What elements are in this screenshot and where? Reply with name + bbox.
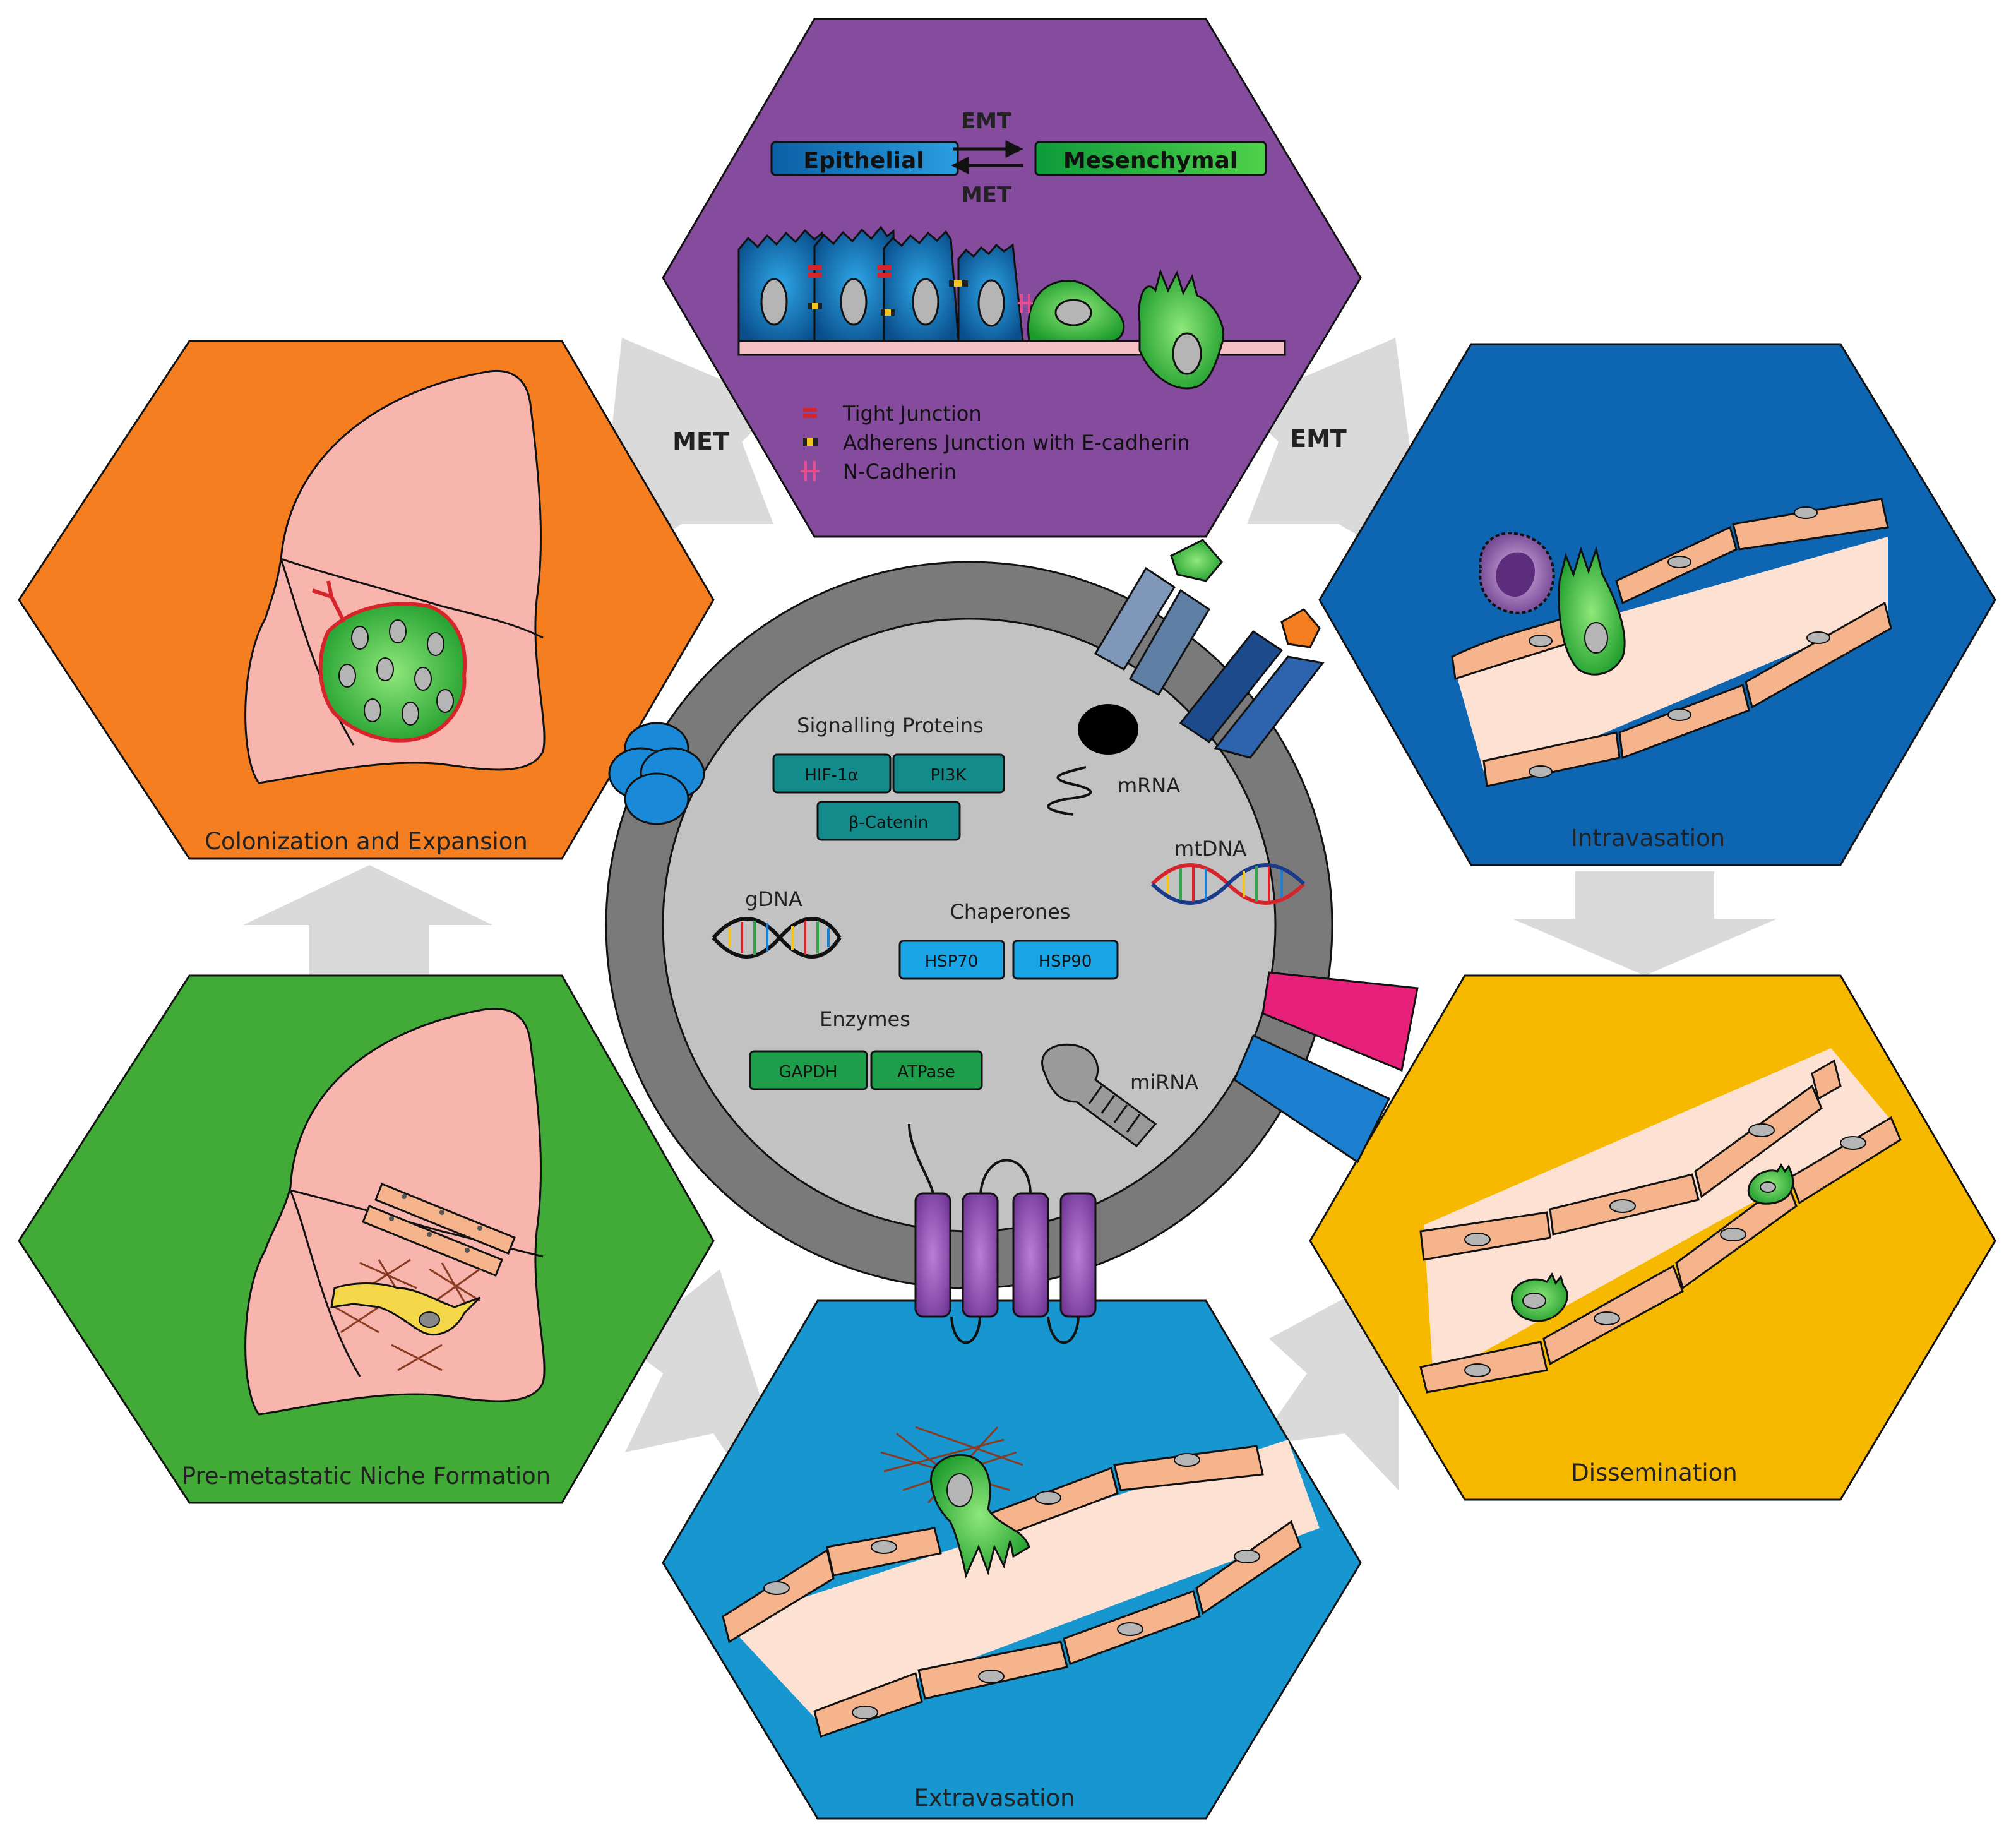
atpase-label: ATPase — [897, 1063, 955, 1082]
stromal-cell — [330, 1282, 481, 1336]
blood-vessel — [1452, 537, 1888, 783]
pi3k-box — [892, 753, 1005, 794]
ligand-green — [1170, 539, 1223, 582]
epithelial-box — [770, 141, 959, 176]
legend-tight-junction: Tight Junction — [842, 402, 982, 426]
nucleus — [1584, 622, 1608, 654]
blood-vessel-sprout — [312, 580, 346, 623]
lung-lobe-line — [289, 1190, 361, 1377]
nucleus — [419, 1311, 440, 1328]
arrow-up — [243, 865, 492, 976]
legend: Tight Junction Adherens Junction with E-… — [801, 402, 1190, 484]
emt-arrow-label: EMT — [961, 109, 1012, 134]
hsp90-label: HSP90 — [1039, 952, 1092, 971]
colony-nuclei — [338, 619, 454, 726]
hexagon-dissemination: Dissemination — [1309, 974, 1996, 1501]
tumor-cell-intravasating — [1558, 546, 1626, 676]
emt-transition-label: EMT — [1290, 425, 1347, 453]
dissemination-label: Dissemination — [1571, 1459, 1737, 1486]
wall-nuclei — [763, 1453, 1260, 1719]
receptor-right — [1179, 608, 1325, 759]
nucleus — [977, 279, 1005, 327]
receptor-top — [1094, 539, 1223, 696]
niche-vessel — [362, 1183, 516, 1277]
transmembrane-loops — [908, 1123, 1080, 1344]
nucleus — [1172, 332, 1202, 375]
hsp90-box — [1012, 940, 1119, 980]
mrna-label: mRNA — [1118, 774, 1180, 798]
tight-junction-icon — [803, 408, 817, 412]
lung-fissure — [290, 1189, 544, 1258]
junction-markers — [808, 265, 1033, 316]
nucleus — [1760, 1181, 1776, 1193]
signalling-title: Signalling Proteins — [797, 714, 984, 738]
blood-vessel — [726, 1440, 1320, 1718]
wall-nuclei — [1464, 1123, 1866, 1377]
porin-protein — [608, 722, 705, 825]
n-cadherin-icon — [801, 461, 820, 481]
met-transition-label: MET — [672, 427, 729, 455]
nucleus — [840, 278, 868, 326]
epithelial-cells — [737, 225, 1024, 342]
hexagon-niche: Pre-metastatic Niche Formation — [18, 974, 715, 1504]
mtdna-label: mtDNA — [1174, 837, 1246, 861]
met-arrow-label: MET — [961, 182, 1012, 208]
mrna-strand-icon — [1047, 766, 1092, 816]
gapdh-box — [749, 1050, 868, 1090]
reversible-arrow-icon — [951, 140, 1023, 175]
niche-vessel-nuclei — [389, 1194, 482, 1253]
chaperones-title: Chaperones — [950, 900, 1071, 924]
gapdh-label: GAPDH — [778, 1063, 837, 1082]
mirna-label: miRNA — [1130, 1070, 1198, 1094]
wall-nuclei — [1529, 506, 1830, 778]
atpase-box — [870, 1050, 983, 1090]
hif1a-box — [772, 753, 892, 794]
legend-adherens-junction: Adherens Junction with E-cadherin — [843, 431, 1190, 455]
nucleus — [760, 278, 788, 326]
hexagon-emt: Epithelial Mesenchymal EMT MET — [662, 18, 1362, 538]
receptor-pink-blue — [1233, 971, 1419, 1164]
arrow-down — [1512, 871, 1777, 976]
lung-fissure — [280, 558, 544, 639]
extravasation-label: Extravasation — [914, 1784, 1075, 1812]
intravasation-label: Intravasation — [1571, 825, 1725, 852]
beta-catenin-box — [816, 801, 961, 841]
gdna-label: gDNA — [745, 887, 802, 911]
hexagon-intravasation: Intravasation — [1318, 343, 1996, 866]
mesenchymal-label: Mesenchymal — [1063, 148, 1238, 174]
pi3k-label: PI3K — [931, 766, 967, 785]
ligand-orange — [1280, 608, 1321, 648]
nucleus — [946, 1473, 973, 1507]
hexagon-colonization: Colonization and Expansion — [18, 340, 715, 860]
epithelial-label: Epithelial — [803, 148, 924, 174]
legend-n-cadherin: N-Cadherin — [843, 460, 957, 484]
beta-catenin-label: β-Catenin — [849, 813, 928, 832]
mirna-hairpin-icon — [1041, 1043, 1157, 1148]
hexagon-extravasation: Extravasation — [662, 1299, 1362, 1820]
gdna-helix-icon — [712, 917, 842, 959]
immune-cell-nucleus — [1496, 552, 1535, 597]
colonization-label: Colonization and Expansion — [205, 828, 528, 855]
nucleus — [1054, 299, 1092, 326]
lung-organ — [244, 1007, 546, 1416]
transmembrane-protein — [914, 1192, 1097, 1318]
hif1a-label: HIF-1α — [804, 766, 858, 785]
ribosome-icon — [1078, 704, 1138, 755]
mtdna-helix-icon — [1150, 863, 1306, 905]
endothelial-wall-bottom — [1482, 601, 1892, 787]
mesenchymal-cell — [1138, 268, 1225, 390]
niche-label: Pre-metastatic Niche Formation — [182, 1462, 551, 1490]
hsp70-label: HSP70 — [925, 952, 979, 971]
nucleus — [1522, 1293, 1546, 1309]
mirna-stripes — [1088, 1085, 1141, 1133]
extracellular-vesicle: Signalling Proteins HIF-1α PI3K β-Cateni… — [605, 539, 1419, 1344]
collagen-fibers — [334, 1258, 480, 1371]
nucleus — [912, 278, 939, 326]
hsp70-box — [898, 940, 1005, 980]
enzymes-title: Enzymes — [820, 1007, 910, 1031]
mesenchymal-box — [1034, 141, 1267, 176]
